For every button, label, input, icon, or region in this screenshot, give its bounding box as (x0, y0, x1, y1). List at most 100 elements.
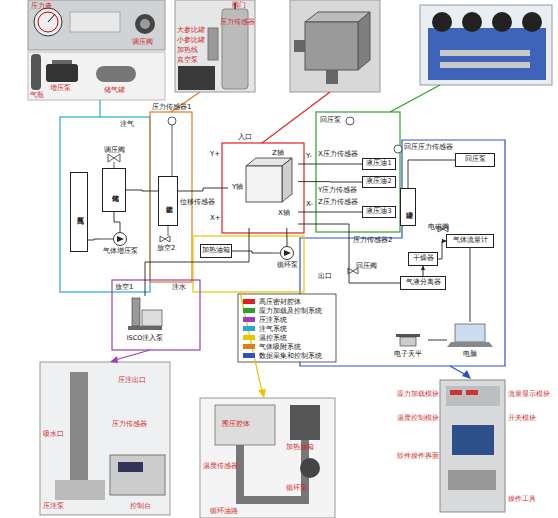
component-text: 电脑 (447, 351, 493, 359)
leader-arrow-line (390, 85, 440, 112)
leader-arrow-line (262, 92, 330, 143)
photo-reference-tank (175, 0, 255, 92)
legend-swatch (243, 335, 255, 340)
leader-arrow-line (115, 350, 150, 360)
part-label: 调压阀 (104, 146, 125, 154)
photo-pressure-cell-rect (294, 40, 305, 52)
photo-gas-supply-circle (38, 12, 58, 32)
component-text: ISCO注入泵 (122, 335, 168, 343)
component-text: 加热油箱 (202, 247, 230, 255)
part-label: 操作工具 (508, 495, 536, 503)
part-label: 回压泵 (320, 116, 341, 124)
component-box: ISCO注入泵 (122, 296, 168, 342)
part-label: X压力传感器 (318, 150, 358, 158)
component-icon-polygon (447, 342, 493, 347)
pipe-connector (298, 181, 362, 182)
photo-injection-pump-rect (110, 455, 165, 495)
pipe-symbol-circle (168, 117, 176, 125)
photo-gas-supply-rect (28, 0, 165, 50)
part-label: 围压腔体 (222, 420, 250, 428)
photo-hydraulic-unit-rect (420, 5, 552, 85)
component-text: Y轴 (232, 184, 243, 192)
pipe-connector (232, 251, 272, 253)
component-icon-circle (114, 233, 127, 246)
leader-arrow-polygon (110, 356, 118, 363)
pipe-symbol-polygon (108, 154, 120, 162)
pipe-connector (298, 224, 400, 283)
photo-hydraulic-unit-circle (492, 12, 512, 32)
component-text: X轴 (278, 210, 290, 218)
part-label: 吸水口 (43, 430, 64, 438)
component-text: 干燥器 (413, 255, 434, 263)
photo-pressure-cell-rect (305, 22, 358, 70)
photo-gas-supply-rect (28, 52, 165, 100)
photo-control-console-rect (452, 425, 494, 455)
component-icon-polygon (117, 236, 124, 242)
part-label: 回压压力传感器 (404, 143, 453, 151)
part-label: 小参比罐 (177, 36, 205, 44)
photo-injection-pump-rect (118, 462, 143, 472)
part-label: 压注出口 (118, 376, 146, 384)
legend-text: 温控系统 (259, 334, 287, 342)
pipe-connector (428, 340, 447, 341)
photo-temperature-loop (200, 398, 335, 518)
part-label: 应力加载模块 (397, 390, 439, 398)
component-box: 加热油箱 (200, 244, 232, 258)
part-label: 阀门 (232, 1, 246, 9)
legend-text: 高压密封腔体 (259, 298, 301, 306)
photo-pressure-cell-rect (290, 0, 380, 92)
photo-gas-supply-rect (96, 66, 136, 82)
pipe-connector (408, 160, 455, 188)
component-text: 回压泵 (465, 156, 486, 164)
leader-arrow-polygon (462, 370, 471, 379)
photo-hydraulic-unit-circle (522, 12, 542, 32)
photo-gas-supply-line (48, 14, 55, 22)
component-text: Z轴 (272, 150, 284, 158)
part-label: 软件操作界面 (397, 452, 439, 460)
part-label: X+ (210, 214, 221, 222)
part-label: X- (306, 200, 313, 208)
component-box: 参比罐 (158, 176, 178, 226)
part-label: 压力传感器2 (353, 236, 392, 244)
leader-arrow-line (99, 100, 100, 117)
component-box: 电子天平 (388, 322, 428, 358)
pipe-symbol-circle (346, 117, 354, 125)
pipe-connector (423, 266, 424, 276)
system-outline (60, 112, 505, 366)
photo-injection-pump-rect (40, 362, 170, 515)
part-label: 加热线 (177, 46, 198, 54)
part-label: Y- (306, 152, 312, 160)
part-label: 控制台 (130, 502, 151, 510)
leader-arrow-line (450, 366, 466, 375)
part-label: 注水 (172, 283, 186, 291)
pipe-symbol-polygon (160, 236, 170, 242)
legend-swatch (243, 353, 255, 358)
component-box: 气液分离器 (400, 276, 446, 290)
component-text: 液压油3 (366, 208, 391, 216)
cube-symbol-rect (246, 166, 282, 202)
component-box: 高压气瓶 (70, 172, 88, 252)
component-icon-rect (455, 324, 485, 342)
system-outline-rect (193, 236, 304, 292)
part-label: Y压力传感器 (318, 186, 357, 194)
pipe-connector (114, 212, 120, 232)
photo-injection-pump (40, 362, 170, 515)
pipe-connector (438, 241, 446, 259)
system-outline-rect (150, 112, 192, 282)
photo-temperature-loop-circle (300, 458, 320, 478)
photo-temperature-loop-rect (215, 405, 275, 445)
part-label: 循环泵 (286, 484, 307, 492)
part-label: 电磁阀 (428, 223, 449, 231)
photo-gas-supply-rect (46, 64, 78, 82)
photo-hydraulic-unit-circle (432, 12, 452, 32)
part-label: 压注泵 (43, 502, 64, 510)
legend-swatch (243, 308, 255, 313)
part-label: 流量显示模块 (508, 390, 550, 398)
pipe-symbol-circle (394, 145, 402, 153)
photo-gas-supply-circle (34, 8, 62, 36)
system-outline-rect (112, 280, 200, 350)
component-box: 液压油1 (362, 158, 396, 170)
part-label: 温度控制模块 (397, 414, 439, 422)
photo-pressure-cell (290, 0, 380, 92)
photo-control-console-rect (440, 380, 505, 512)
